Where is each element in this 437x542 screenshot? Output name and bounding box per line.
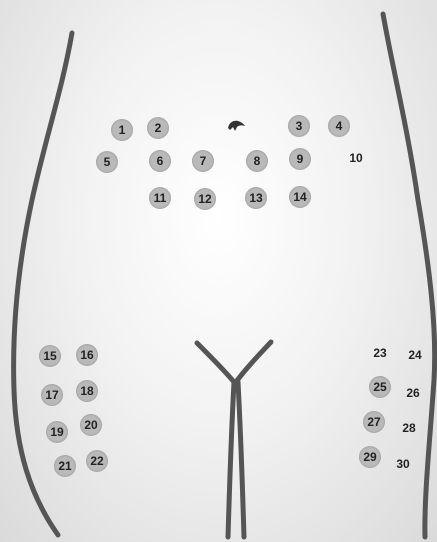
site-17-marker: 17 [41,384,63,406]
site-15-marker: 15 [39,345,61,367]
site-20-marker: 20 [80,414,102,436]
site-7-marker: 7 [192,150,214,172]
right-inner-thigh-line [236,342,271,382]
site-27-marker: 27 [363,411,385,433]
site-11-marker: 11 [149,187,171,209]
site-29-marker: 29 [359,446,381,468]
site-24-marker: 24 [404,344,426,366]
site-21-marker: 21 [54,455,76,477]
site-28-marker: 28 [398,417,420,439]
site-5-marker: 5 [96,151,118,173]
site-18-marker: 18 [76,380,98,402]
site-26-marker: 26 [402,382,424,404]
site-12-marker: 12 [194,188,216,210]
site-16-marker: 16 [76,344,98,366]
site-23-marker: 23 [369,342,391,364]
site-4-marker: 4 [328,115,350,137]
left-inner-thigh-line [197,343,234,382]
site-22-marker: 22 [86,450,108,472]
right-leg-gap-line [238,382,244,537]
site-10-marker: 10 [345,147,367,169]
site-13-marker: 13 [245,187,267,209]
site-8-marker: 8 [246,150,268,172]
navel-icon [225,117,247,133]
site-14-marker: 14 [289,186,311,208]
site-2-marker: 2 [147,117,169,139]
site-25-marker: 25 [369,376,391,398]
site-3-marker: 3 [288,115,310,137]
left-leg-gap-line [228,382,234,537]
site-1-marker: 1 [111,119,133,141]
site-19-marker: 19 [46,421,68,443]
site-9-marker: 9 [289,148,311,170]
site-6-marker: 6 [149,150,171,172]
site-30-marker: 30 [392,453,414,475]
